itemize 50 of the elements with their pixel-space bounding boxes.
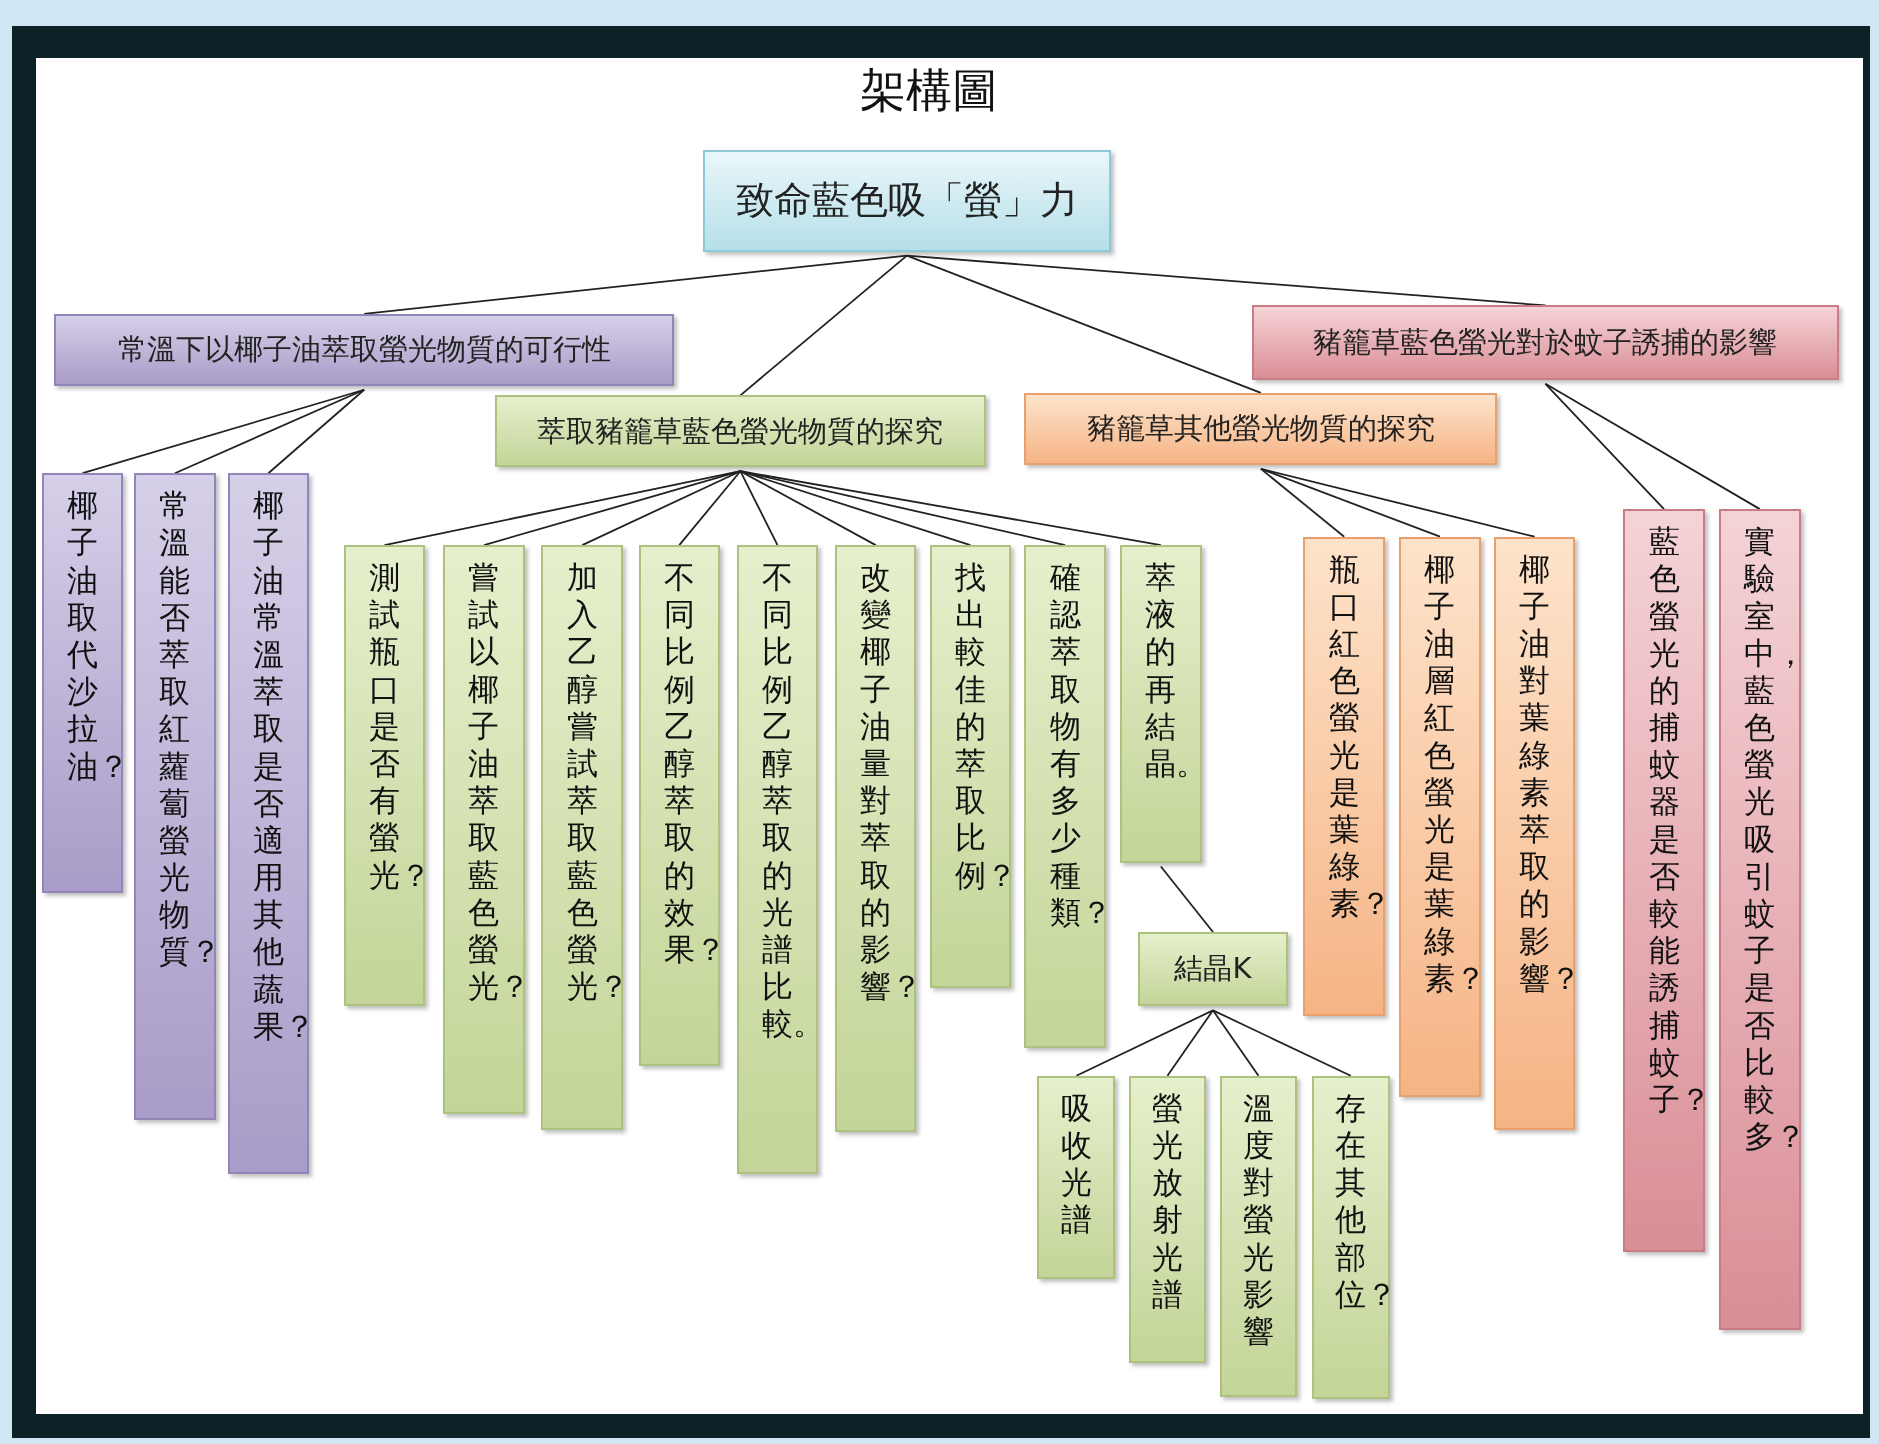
connector-line [906,254,1262,394]
question-box: 螢光放射光譜 [1128,1075,1207,1364]
connector-line [1166,1009,1214,1077]
topic-box: 常溫下以椰子油萃取螢光物質的可行性 [53,313,675,386]
question-box: 實驗室中，藍色螢光吸引蚊子是否比較多？ [1719,509,1801,1330]
topic-box: 豬籠草藍色螢光對於蚊子誘捕的影響 [1251,305,1839,380]
question-box: 常溫能否萃取紅蘿蔔螢光物質？ [134,473,216,1121]
connector-line [1212,1009,1352,1077]
topic-box: 豬籠草其他螢光物質的探究 [1024,392,1498,465]
question-box: 找出較佳的萃取比例？ [929,545,1012,989]
question-box: 測試瓶口是否有螢光？ [343,545,426,1007]
connector-line [678,470,742,546]
topic-box: 萃取豬籠草藍色螢光物質的探究 [494,395,986,468]
connector-line [739,470,1162,546]
question-box: 溫度對螢光影響 [1219,1075,1298,1397]
connector-line [383,470,742,546]
question-box: 不同比例乙醇萃取的效果？ [638,545,720,1067]
title-box: 致命藍色吸「螢」力 [703,149,1111,252]
question-box: 確認萃取物有多少種類？ [1024,545,1106,1049]
connector-line [81,388,366,475]
question-box: 不同比例乙醇萃取的光譜比較。 [736,545,819,1174]
question-box: 椰子油對葉綠素萃取的影響？ [1493,536,1576,1130]
connector-line [1260,467,1536,538]
question-box: 椰子油取代沙拉油？ [41,473,124,893]
connector-line [1260,467,1346,538]
connector-line [739,470,1066,546]
connector-line [1159,865,1214,933]
connector-line [1260,467,1441,538]
connector-line [267,388,366,475]
connector-line [906,254,1547,307]
question-box: 椰子油常溫萃取是否適用其他蔬果？ [227,473,310,1175]
question-box: 改變椰子油量對萃取的影響？ [835,545,917,1133]
question-box: 瓶口紅色螢光是葉綠素？ [1303,536,1385,1016]
connector-line [739,470,779,546]
question-box: 藍色螢光的捕蚊器是否較能誘捕蚊子？ [1623,509,1705,1252]
connector-line [581,470,742,546]
question-box: 椰子油層紅色螢光是葉綠素？ [1399,536,1481,1098]
connector-line [1544,382,1761,511]
connector-line [1544,382,1665,511]
connector-line [1212,1009,1260,1077]
diagram-title: 架構圖 [860,62,998,119]
connector-line [739,254,908,397]
question-box: 萃液的再結晶。 [1120,545,1202,863]
question-box: 存在其他部位？ [1311,1075,1390,1400]
topic-box: 結晶K [1138,932,1288,1007]
question-box: 嘗試以椰子油萃取藍色螢光？ [443,545,525,1115]
question-box: 吸收光譜 [1037,1075,1116,1280]
connector-line [739,470,972,546]
question-box: 加入乙醇嘗試萃取藍色螢光？ [541,545,623,1130]
connector-line [363,254,908,315]
